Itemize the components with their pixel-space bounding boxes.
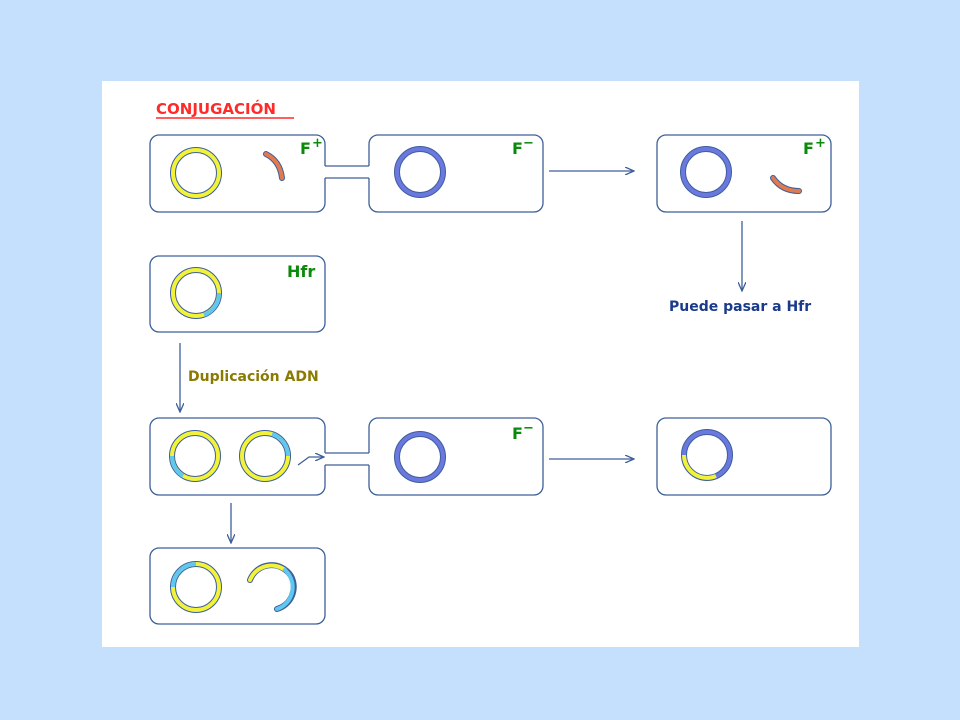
annotation-duplicacion: Duplicación ADN — [188, 369, 319, 385]
diagram-canvas: CONJUGACIÓN F + F − F + Puede pasar a Hf… — [102, 81, 859, 647]
label-hfr: Hfr — [287, 262, 315, 281]
cell-f-plus-donor — [149, 134, 326, 213]
conjugation-bridge-2 — [324, 452, 370, 466]
label-f-minus-1-sup: − — [523, 136, 534, 151]
label-f-minus-2: F — [512, 424, 523, 443]
transfer-arrow-small — [297, 457, 324, 466]
label-f-plus-2: F — [803, 139, 814, 158]
chromosome-yellow-fill — [171, 148, 221, 198]
label-f-minus-1: F — [512, 139, 523, 158]
label-f-minus-2-sup: − — [523, 421, 534, 436]
hfr-integrated-segment — [203, 292, 222, 317]
conjugation-bridge-1 — [324, 165, 370, 179]
cell-hfr-after — [149, 547, 326, 625]
cell-hfr-duplicated — [149, 417, 326, 496]
annotation-puede-pasar: Puede pasar a Hfr — [669, 299, 811, 315]
label-f-plus-2-sup: + — [815, 136, 826, 151]
conjugation-diagram: CONJUGACIÓN F + F − F + Puede pasar a Hf… — [149, 99, 832, 625]
chromosome-blue-fill — [395, 147, 445, 197]
recombinant-yellow-segment — [682, 454, 717, 480]
label-f-plus-1-sup: + — [312, 136, 323, 151]
diagram-title: CONJUGACIÓN — [156, 99, 276, 118]
label-f-plus-1: F — [300, 139, 311, 158]
